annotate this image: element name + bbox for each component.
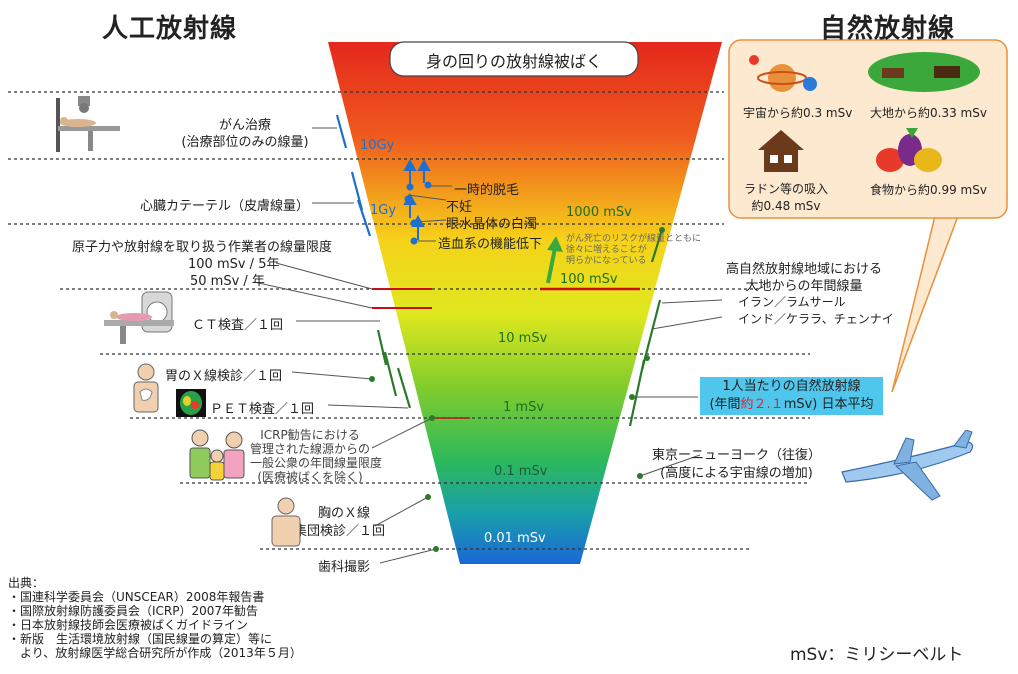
cosmic-label: 宇宙から約0.3 mSv <box>743 106 853 120</box>
scale-0-1msv: 0.1 mSv <box>494 464 548 479</box>
artificial-radiation-heading: 人工放射線 <box>102 14 238 44</box>
worker-limit-1y: 50 mSv / 年 <box>190 274 265 289</box>
radiotherapy-machine-icon <box>56 96 120 152</box>
scale-10gy: 10Gy <box>360 138 395 153</box>
stomach-xray-label: 胃のＸ線検診／１回 <box>165 369 283 384</box>
scale-1msv: 1 mSv <box>503 400 545 415</box>
leader-lines <box>253 127 723 564</box>
effect-hair-loss: 一時的脱毛 <box>454 183 520 198</box>
funnel-title: 身の回りの放射線被ばく <box>425 52 602 71</box>
ct-label: ＣＴ検査／１回 <box>192 318 284 333</box>
food-label: 食物から約0.99 mSv <box>870 183 987 197</box>
cancer-risk-arrow <box>546 236 563 284</box>
effect-dots <box>404 181 432 245</box>
chest-xray-person-icon <box>271 497 301 547</box>
scale-0-01msv: 0.01 mSv <box>484 531 546 546</box>
unit-note: mSv：ミリシーベルト <box>790 645 964 665</box>
effect-sterility: 不妊 <box>446 200 473 215</box>
per-capita-label: 1人当たりの自然放射線 (年間約２.１mSv) 日本平均 <box>709 379 874 412</box>
radon-label: ラドン等の吸入 約0.48 mSv <box>744 182 829 213</box>
worker-limit-5y: 100 mSv / 5年 <box>188 257 280 272</box>
grazing-animals-icon <box>868 52 980 92</box>
ct-scanner-icon <box>104 291 174 344</box>
flight-label: 東京ーニューヨーク（往復） (高度による宇宙線の増加) <box>652 448 822 481</box>
per-capita-box <box>700 377 883 415</box>
ground-label: 大地から約0.33 mSv <box>870 106 987 120</box>
house-icon <box>758 130 804 172</box>
fruit-basket-icon <box>876 128 942 172</box>
worker-limit-label: 原子力や放射線を取り扱う作業者の線量限度 <box>72 240 333 255</box>
saturn-planet-icon <box>749 55 817 92</box>
effect-hematopoietic: 造血系の機能低下 <box>438 237 543 252</box>
icrp-public-limit-label: ICRP勧告における 管理された線源からの 一般公衆の年間線量限度 (医療被ばく… <box>250 428 383 484</box>
effect-cataract: 眼水晶体の白濁 <box>446 217 538 232</box>
high-natural-area-label: 高自然放射線地域における 大地からの年間線量 <box>726 262 883 294</box>
cardiac-catheter-label: 心臓カテーテル（皮膚線量） <box>140 199 310 214</box>
callout-pointer <box>891 215 960 393</box>
marker-dots <box>369 227 665 552</box>
scale-1gy: 1Gy <box>370 203 397 218</box>
iran-label: イラン／ラムサール <box>738 295 846 309</box>
natural-radiation-heading: 自然放射線 <box>820 14 956 44</box>
india-label: インド／ケララ、チェンナイ <box>738 312 894 326</box>
family-icon <box>189 429 245 481</box>
sources-list: 出典： ・国連科学委員会（UNSCEAR）2008年報告書 ・国際放射線防護委員… <box>8 576 302 660</box>
pet-label: ＰＥＴ検査／１回 <box>210 402 315 417</box>
scale-10msv: 10 mSv <box>498 331 548 346</box>
scale-1000msv: 1000 mSv <box>566 205 632 220</box>
cancer-risk-note: がん死亡のリスクが線量とともに 徐々に増えることが 明らかになっている <box>566 234 702 266</box>
scale-100msv: 100 mSv <box>560 272 618 287</box>
pet-scan-brain-icon <box>176 389 206 417</box>
dose-funnel <box>328 42 722 564</box>
chest-xray-label: 胸のＸ線 集団検診／１回 <box>294 506 386 539</box>
stomach-xray-person-icon <box>133 363 159 413</box>
dental-label: 歯科撮影 <box>318 560 371 575</box>
therapy-range-bars <box>335 114 372 237</box>
cancer-therapy-label: がん治療 (治療部位のみの線量) <box>181 118 309 150</box>
airplane-icon <box>841 430 974 501</box>
funnel-title-box <box>389 41 639 77</box>
